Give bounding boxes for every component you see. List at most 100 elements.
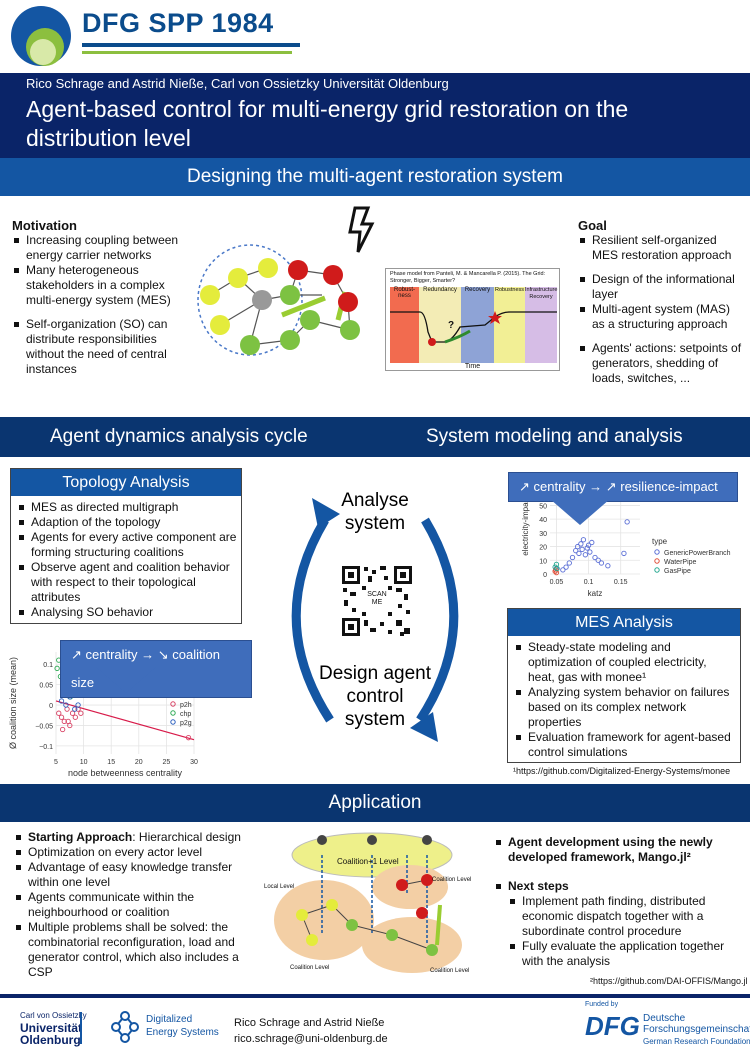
cycle-design: Design agent control system [319,663,431,730]
next-steps-list: Implement path finding, distributed econ… [494,894,744,969]
phase-bands: Robust-ness Redundancy Recovery Robustne… [390,287,557,363]
data-point [584,545,590,551]
topology-box: Topology Analysis MES as directed multig… [10,468,242,624]
legend-entry: WaterPipe [664,559,697,566]
motivation-list: Increasing coupling between energy carri… [12,233,197,377]
data-point [65,718,71,725]
list-item: Implement path finding, distributed econ… [508,894,744,939]
dfg-text: Deutsche Forschungsgemeinschaft German R… [643,1013,750,1047]
data-point [574,543,581,550]
hierarchy-diagram [274,832,462,973]
topology-title: Topology Analysis [11,469,241,496]
list-item: Multi-agent system (MAS) as a structurin… [578,302,743,332]
local-level-label: Local Level [264,884,295,890]
list-item: Design of the informational layer [578,272,743,302]
data-point [185,735,192,741]
dfg-name2: Forschungsgemeinschaft [643,1024,750,1035]
qr-label: SCAN ME [364,591,390,607]
data-point [59,726,66,733]
list-item: Optimization on every actor level [14,845,262,860]
list-item: Analysing SO behavior [17,605,237,620]
data-point [595,557,601,563]
cycle-arrows [291,498,459,742]
list-item: MES as directed multigraph [17,500,237,515]
dfg-en: German Research Foundation [643,1037,750,1046]
application-right: Agent development using the newly develo… [494,835,744,969]
y-tick-label: 40 [539,517,547,524]
data-point [605,563,611,569]
footnote-monee: ¹https://github.com/Digitalized-Energy-S… [513,766,731,776]
x-tick-label: 25 [163,759,171,766]
title-underline [82,43,300,47]
legend-marker [170,710,176,716]
data-point [576,550,582,557]
funded-by: Funded by [585,1001,619,1008]
y-tick-label: 0.05 [39,683,53,690]
network-illustration [197,206,375,356]
legend-marker [654,567,660,573]
x-tick-label: 10 [80,759,88,766]
poster-title: Agent-based control for multi-energy gri… [26,96,629,151]
data-point [598,560,605,566]
contact-email[interactable]: rico.schrage@uni-oldenburg.de [234,1033,388,1045]
y-tick-label: −0.05 [35,723,53,730]
data-point [560,567,566,573]
x-tick-label: 0.1 [584,579,594,586]
data-point [554,565,560,572]
authors: Rico Schrage and Astrid Nieße, Carl von … [26,76,449,91]
data-point [54,665,60,671]
list-item: Increasing coupling between energy carri… [12,233,197,263]
x-tick-label: 15 [107,759,115,766]
footer-separator [80,1012,82,1044]
data-point [589,539,595,546]
section-title-modeling: System modeling and analysis [426,426,683,447]
list-item: Next steps [494,879,744,894]
footnote-mango: ²https://github.com/DAI-OFFIS/Mango.jl [590,976,748,986]
list-item: Agents for every active component are fo… [17,530,237,560]
list-item: Multiple problems shall be solved: the c… [14,920,262,980]
section-title-cycle: Agent dynamics analysis cycle [50,426,308,447]
coalition-plus-label: Coalition+1 Level [337,857,399,866]
x-tick-label: 0.15 [614,579,628,586]
data-point [58,698,65,704]
list-item: Advantage of easy knowledge transfer wit… [14,860,262,890]
qr-code[interactable] [340,564,414,638]
y-tick-label: 0 [543,572,547,579]
program-title: DFG SPP 1984 [82,8,274,38]
data-point [72,714,78,720]
des-line1: Digitalized [146,1014,193,1025]
data-point [553,567,559,573]
data-point [75,702,81,708]
x-tick-label: 30 [190,759,198,766]
resilience-curve [390,311,557,346]
coalition-level-label-3: Coalition Level [430,968,470,974]
contact: Rico Schrage and Astrid Nieße rico.schra… [234,1015,388,1047]
list-item: Resilient self-organized MES restoration… [578,233,743,263]
list-item: Analyzing system behavior on failures ba… [514,685,736,730]
list-item: Starting Approach: Hierarchical design [14,830,262,845]
legend-entry: GenericPowerBranch [664,550,731,557]
callout-resilience: ↗ centrality → ↗ resilience-impact [508,472,738,502]
data-point [587,549,593,555]
section-title-application: Application [0,784,750,822]
legend-marker [170,701,176,707]
data-point [582,552,589,558]
phase-question: ? [448,320,455,331]
phase-robustness-2: Robustness [494,287,525,363]
list-item: Agents' actions: setpoints of generators… [578,341,743,386]
phase-model-chart: Phase model from Panteli, M. & Mancarell… [385,268,560,371]
legend-entry: p2g [180,720,192,727]
x-tick-label: 20 [135,759,143,766]
data-point [585,542,592,548]
data-point [563,564,569,570]
y-tick-label: 50 [539,503,547,510]
uni-line3: Oldenburg [20,1033,81,1047]
motivation-heading: Motivation [12,218,77,233]
list-item: Adaption of the topology [17,515,237,530]
application-list: Starting Approach: Hierarchical design O… [14,830,262,980]
des-line2: Energy Systems [146,1027,219,1038]
mes-list: Steady-state modeling and optimization o… [508,636,740,760]
des-logo-text: Digitalized Energy Systems [146,1013,219,1039]
legend-title: type [652,537,668,546]
legend-entry: GasPipe [664,568,691,575]
